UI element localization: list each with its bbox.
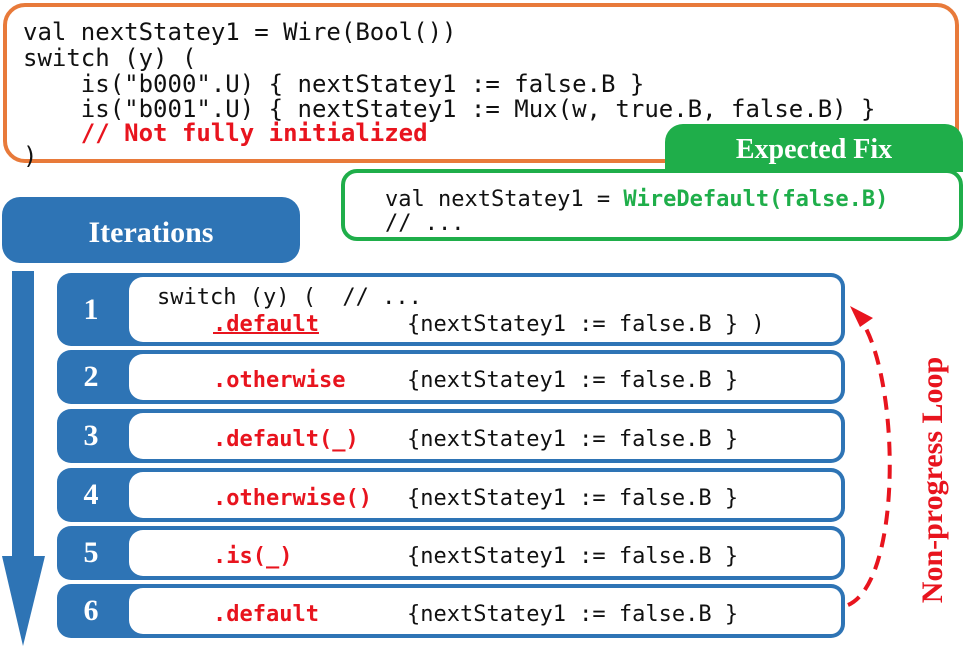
iteration-row-1: 1 switch (y) ( // ... .default {nextStat… [57, 273, 845, 346]
iteration-row-2: 2 .otherwise {nextStatey1 := false.B } [57, 350, 845, 404]
iteration-keyword: .otherwise() [213, 486, 372, 511]
iteration-action: {nextStatey1 := false.B } [407, 368, 739, 393]
iteration-body: .is(_) {nextStatey1 := false.B } [129, 530, 841, 576]
iteration-first-line: switch (y) ( // ... [157, 285, 422, 310]
iteration-action: {nextStatey1 := false.B } [407, 427, 739, 452]
iteration-direction-arrow-icon [2, 271, 45, 646]
iteration-row-4: 4 .otherwise() {nextStatey1 := false.B } [57, 468, 845, 522]
source-code-box: val nextStatey1 = Wire(Bool()) switch (y… [3, 3, 959, 169]
iteration-row-5: 5 .is(_) {nextStatey1 := false.B } [57, 526, 845, 580]
code-line-4: is("b001".U) { nextStatey1 := Mux(w, tru… [23, 95, 876, 123]
non-progress-loop-arrow [847, 310, 892, 607]
iteration-row-6: 6 .default {nextStatey1 := false.B } [57, 584, 845, 638]
iteration-number: 1 [83, 292, 99, 326]
iteration-body: .otherwise() {nextStatey1 := false.B } [129, 472, 841, 518]
code-line-2: switch (y) ( [23, 44, 197, 72]
iteration-keyword: .is(_) [213, 544, 293, 569]
expected-fix-box: val nextStatey1 = WireDefault(false.B) /… [341, 169, 963, 241]
iteration-row-3: 3 .default(_) {nextStatey1 := false.B } [57, 409, 845, 463]
loop-arrowhead-icon [850, 306, 873, 327]
fix-code-line-1: val nextStatey1 = WireDefault(false.B) [385, 188, 888, 212]
iteration-keyword: .default [213, 602, 319, 627]
iteration-number: 4 [83, 478, 99, 511]
code-line-6: ) [23, 142, 38, 170]
iteration-keyword: .default(_) [213, 427, 359, 452]
iteration-number: 5 [83, 536, 99, 569]
fix-code-highlight: WireDefault(false.B) [623, 187, 889, 212]
loop-label-container: Non-progress Loop [897, 330, 969, 630]
code-line-1: val nextStatey1 = Wire(Bool()) [23, 18, 457, 46]
iteration-body: .otherwise {nextStatey1 := false.B } [129, 354, 841, 400]
iterations-header: Iterations [2, 197, 300, 263]
iteration-number: 6 [83, 594, 99, 627]
iteration-keyword: .otherwise [213, 368, 346, 393]
iteration-keyword: .default [213, 312, 319, 337]
non-progress-loop-label: Non-progress Loop [916, 356, 949, 604]
iteration-body: .default {nextStatey1 := false.B } [129, 588, 841, 634]
expected-fix-title: Expected Fix [665, 124, 963, 172]
fix-code-prefix: val nextStatey1 = [385, 187, 624, 212]
code-comment-line: // Not fully initialized [23, 119, 428, 147]
iteration-number: 3 [83, 419, 99, 452]
iteration-number: 2 [83, 360, 99, 393]
iteration-action: {nextStatey1 := false.B } [407, 486, 739, 511]
iteration-body: switch (y) ( // ... .default {nextStatey… [129, 277, 841, 342]
iteration-action: {nextStatey1 := false.B } ) [407, 312, 765, 337]
iteration-action: {nextStatey1 := false.B } [407, 544, 739, 569]
code-line-3: is("b000".U) { nextStatey1 := false.B } [23, 70, 645, 98]
fix-code-line-2: // ... [385, 211, 465, 236]
iteration-action: {nextStatey1 := false.B } [407, 602, 739, 627]
iteration-body: .default(_) {nextStatey1 := false.B } [129, 413, 841, 459]
